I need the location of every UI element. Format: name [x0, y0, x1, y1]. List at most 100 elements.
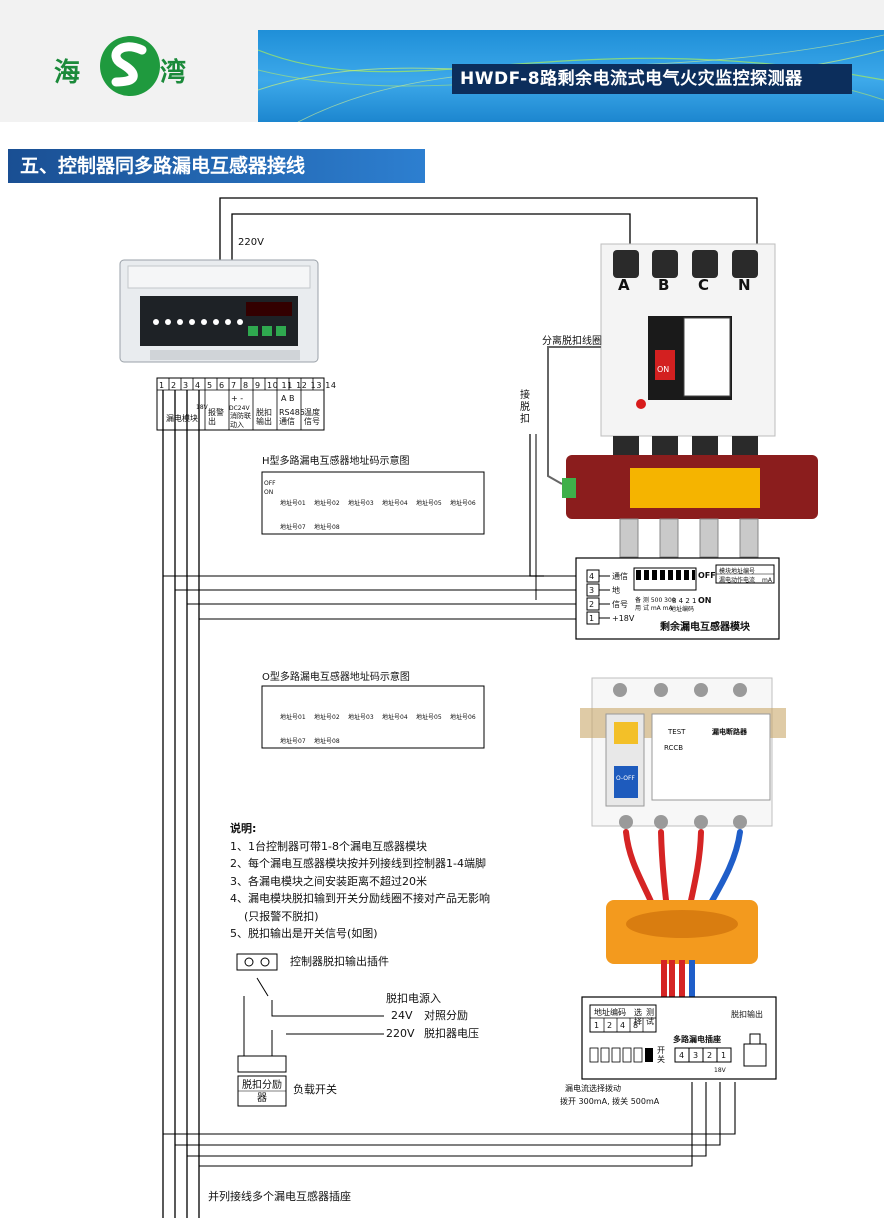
logo — [50, 32, 210, 102]
leak-legend-addr: 模块地址编号 — [719, 568, 756, 575]
h-addr-08: 地址号08 — [314, 524, 340, 531]
rccb-brand: 漏电断路器 — [712, 728, 747, 736]
leak-addr-bits: 8 4 2 1 — [672, 597, 697, 605]
leak-pin-3: 3 — [589, 586, 595, 595]
leak-switch-labels: 备 测 500 300 — [635, 597, 676, 604]
terminal-fire-label: 消防联动入 — [230, 412, 251, 429]
leak-pin-2-label: 信号 — [612, 600, 628, 609]
leak-ma-label: mA — [762, 577, 772, 584]
phase-c: C — [698, 276, 710, 294]
o-addr-04: 地址号04 — [382, 714, 408, 721]
socket-trip-out: 脱扣输出 — [731, 1010, 763, 1019]
terminal-trip-label: 脱扣输出 — [256, 408, 272, 426]
terminal-numbers: 1 2 3 4 5 6 7 8 9 10 11 12 13 14 — [159, 381, 337, 390]
socket-18v: 18V — [714, 1067, 726, 1074]
h-addr-06: 地址号06 — [450, 500, 476, 507]
trip-24v-label: 24V — [391, 1009, 413, 1022]
parallel-note: 并列接线多个漏电互感器插座 — [208, 1190, 351, 1203]
rccb-model: RCCB — [664, 744, 684, 752]
notes-item-5: 5、脱扣输出是开关信号(如图) — [230, 927, 378, 940]
notes-item-3: 3、各漏电模块之间安装距离不超过20米 — [230, 874, 427, 888]
terminal-rs485-label: RS485通信 — [279, 408, 305, 426]
leak-addr-label: 地址编码 — [670, 606, 695, 613]
socket-pin-2: 2 — [707, 1051, 713, 1060]
notes-heading: 说明: — [230, 822, 257, 835]
trip-plug-label: 控制器脱扣输出插件 — [290, 955, 389, 968]
trip-220v-label: 220V — [386, 1027, 415, 1040]
leak-off-label: OFF — [698, 571, 716, 580]
logo-text-right: 湾 — [160, 58, 187, 88]
shunt-release-label: 脱扣分励器 — [242, 1080, 282, 1104]
socket-bit-1: 1 — [594, 1021, 600, 1030]
leak-pin-2: 2 — [589, 600, 595, 609]
terminal-alarm-label: 报警出 — [208, 408, 224, 426]
trip-24v-desc: 对照分励 — [424, 1009, 468, 1022]
socket-bit-8: 8 — [633, 1021, 639, 1030]
logo-mark — [100, 36, 160, 96]
socket-select: 选择 — [634, 1008, 642, 1026]
socket-name: 多路漏电插座 — [673, 1035, 721, 1044]
o-addr-05: 地址号05 — [416, 714, 442, 721]
terminal-temp-label: 温度信号 — [304, 408, 320, 426]
socket-dip-desc: 拨开 300mA, 拨关 500mA — [560, 1097, 660, 1106]
leak-switch-labels-2: 用 试 mA mA — [635, 605, 673, 612]
terminal-dc24v-label: DC24V — [229, 405, 250, 412]
o-addr-08: 地址号08 — [314, 738, 340, 745]
phase-a: A — [618, 276, 630, 294]
h-addr-05: 地址号05 — [416, 500, 442, 507]
product-title: HWDF-8路剩余电流式电气火灾监控探测器 — [452, 64, 852, 94]
socket-bit-4: 4 — [620, 1021, 626, 1030]
trip-220v-desc: 脱扣器电压 — [424, 1027, 479, 1040]
notes-item-2: 2、每个漏电互感器模块按并列接线到控制器1-4端脚 — [230, 857, 486, 870]
o-addr-01: 地址号01 — [280, 714, 306, 721]
o-addr-03: 地址号03 — [348, 714, 374, 721]
h-address-grid: OFF ON 地址号01 地址号02 地址号03 地址号04 地址号05 地址号… — [264, 475, 482, 531]
leak-module-name: 剩余漏电互感器模块 — [660, 622, 750, 633]
terminal-18v-label: 18V — [196, 404, 208, 411]
phase-n: N — [738, 276, 751, 294]
leak-pin-1-label: +18V — [612, 614, 635, 623]
trip-connection-label: 接脱扣 — [520, 390, 530, 425]
section-title: 五、控制器同多路漏电互感器接线 — [8, 149, 425, 183]
h-addr-03: 地址号03 — [348, 500, 374, 507]
o-addr-06: 地址号06 — [450, 714, 476, 721]
terminal-leak-module-label: 漏电模块 — [166, 414, 198, 423]
h-addr-04: 地址号04 — [382, 500, 408, 507]
notes-item-4: 4、漏电模块脱扣输到开关分励线圈不接对产品无影响 — [230, 892, 490, 905]
terminal-pm-label: + - — [231, 394, 244, 403]
o-address-grid: 地址号01 地址号02 地址号03 地址号04 地址号05 地址号06 地址号0… — [264, 689, 482, 745]
logo-text-left: 海 — [54, 58, 81, 88]
h-addr-01: 地址号01 — [280, 500, 306, 507]
o-addr-02: 地址号02 — [314, 714, 340, 721]
socket-pin-4: 4 — [679, 1051, 685, 1060]
notes-block: 说明: 1、1台控制器可带1-8个漏电互感器模块 2、每个漏电互感器模块按并列接… — [230, 820, 490, 943]
h-addr-02: 地址号02 — [314, 500, 340, 507]
h-addr-07: 地址号07 — [280, 524, 306, 531]
h-off-on: OFF ON — [264, 480, 276, 496]
leak-pin-4: 4 — [589, 572, 595, 581]
o-address-title: O型多路漏电互感器地址码示意图 — [262, 672, 410, 683]
o-addr-07: 地址号07 — [280, 738, 306, 745]
shunt-coil-label: 分离脱扣线圈 — [542, 336, 602, 347]
voltage-220-label: 220V — [238, 237, 264, 248]
rccb-off: O-OFF — [616, 775, 635, 782]
socket-open-close: 开关 — [657, 1046, 665, 1064]
socket-addr-code: 地址编码 — [594, 1008, 626, 1017]
socket-bit-2: 2 — [607, 1021, 613, 1030]
socket-test: 测试 — [646, 1008, 654, 1026]
socket-pin-3: 3 — [693, 1051, 699, 1060]
h-address-title: H型多路漏电互感器地址码示意图 — [262, 456, 410, 467]
rccb-test: TEST — [668, 728, 686, 736]
load-switch-label: 负载开关 — [293, 1083, 337, 1096]
leak-on-label: ON — [698, 596, 712, 605]
notes-item-1: 1、1台控制器可带1-8个漏电互感器模块 — [230, 839, 427, 853]
breaker-on-label: ON — [657, 365, 670, 374]
terminal-ab-label: A B — [281, 394, 295, 403]
leak-pin-1: 1 — [589, 614, 595, 623]
phase-b: B — [658, 276, 670, 294]
socket-pin-1: 1 — [721, 1051, 727, 1060]
leak-pin-3-label: 地 — [612, 586, 620, 595]
socket-dip-title: 漏电流选择拨动 — [565, 1084, 621, 1093]
leak-legend-current: 漏电动作电流 — [719, 577, 756, 584]
